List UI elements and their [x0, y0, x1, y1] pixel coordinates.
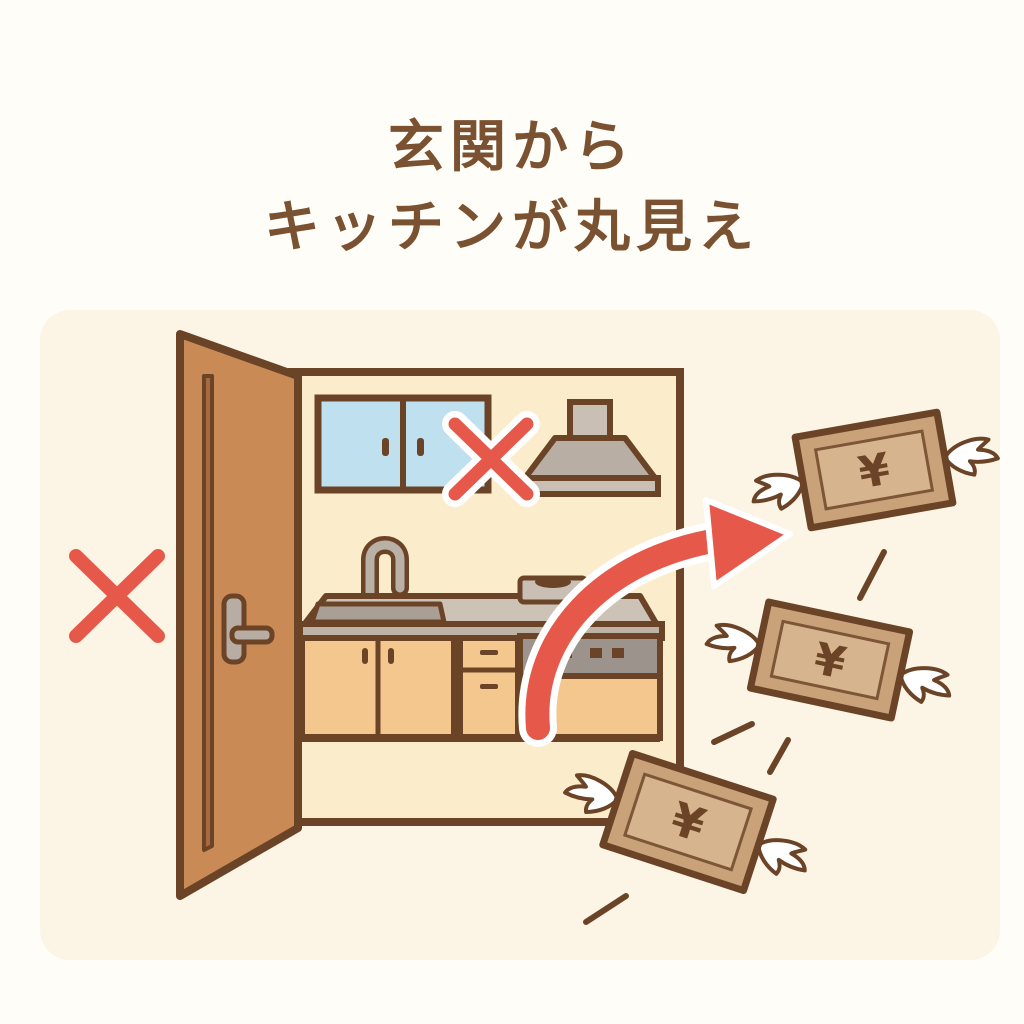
headline-line-2: キッチンが丸見え	[264, 195, 760, 260]
arrow-icon	[518, 497, 793, 747]
headline: 玄関から キッチンが丸見え	[0, 108, 1024, 268]
cross-mark-icon	[448, 417, 534, 501]
flying-money-icon: ¥	[747, 408, 1002, 532]
faucet	[361, 536, 409, 609]
cross-mark-icon	[69, 549, 165, 643]
door-handle	[221, 593, 275, 665]
entrance-door	[176, 330, 302, 900]
motion-lines	[583, 549, 887, 925]
flying-money-icon: ¥	[559, 749, 814, 895]
flying-money-icon: ¥	[702, 598, 956, 722]
headline-line-1: 玄関から	[388, 115, 636, 180]
range-hood	[519, 399, 661, 497]
